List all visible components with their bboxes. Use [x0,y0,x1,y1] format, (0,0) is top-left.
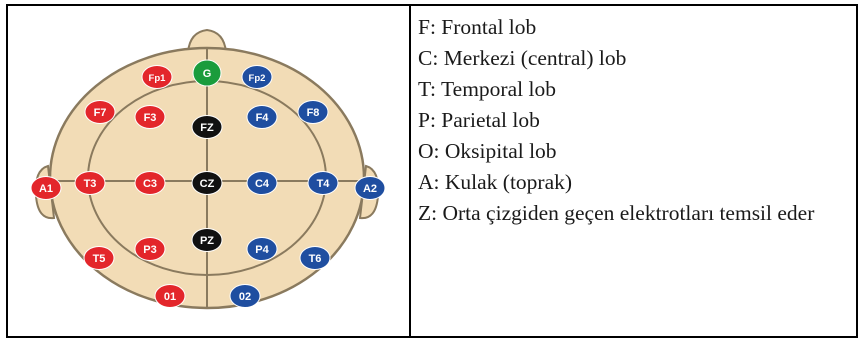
electrode-f8: F8 [298,101,328,124]
electrode-label: PZ [200,235,214,247]
electrode-label: A1 [39,183,53,195]
electrode-label: A2 [363,183,377,195]
electrode-label: FZ [200,122,214,134]
electrode-fp1: Fp1 [142,66,172,89]
electrode-label: F7 [94,107,107,119]
legend-temporal: T: Temporal lob [418,74,848,105]
legend-parietal: P: Parietal lob [418,105,848,136]
electrode-fp2: Fp2 [242,66,272,89]
electrode-f7: F7 [85,101,115,124]
electrode-label: 01 [164,291,176,303]
electrode-label: G [203,68,212,80]
electrode-cz: CZ [192,172,222,195]
electrode-label: C4 [255,178,270,190]
electrode-label: F3 [144,112,157,124]
electrode-01: 01 [155,285,185,308]
electrode-p4: P4 [247,238,277,261]
electrode-c4: C4 [247,172,277,195]
electrode-label: P4 [255,244,269,256]
electrode-t6: T6 [300,247,330,270]
electrode-a2: A2 [355,177,385,200]
electrode-t3: T3 [75,172,105,195]
electrode-label: P3 [143,244,156,256]
electrode-f4: F4 [247,106,277,129]
legend-frontal: F: Frontal lob [418,12,848,43]
electrode-label: F4 [256,112,270,124]
electrode-a1: A1 [31,177,61,200]
legend-cell: F: Frontal lob C: Merkezi (central) lob … [411,6,856,336]
electrode-label: T4 [317,178,331,190]
electrode-p3: P3 [135,238,165,261]
legend-ear: A: Kulak (toprak) [418,167,848,198]
legend-central: C: Merkezi (central) lob [418,43,848,74]
electrode-02: 02 [230,285,260,308]
legend-occipital: O: Oksipital lob [418,136,848,167]
electrode-label: C3 [143,178,157,190]
electrode-c3: C3 [135,172,165,195]
electrode-pz: PZ [192,229,222,252]
electrode-label: F8 [307,107,320,119]
electrode-label: 02 [239,291,251,303]
electrode-fz: FZ [192,116,222,139]
electrode-t5: T5 [84,247,114,270]
electrode-label: Fp2 [249,73,266,84]
legend-midline: Z: Orta çizgiden geçen elektrotları tems… [418,198,848,229]
electrode-label: T3 [84,178,97,190]
electrode-f3: F3 [135,106,165,129]
electrode-label: T5 [93,253,106,265]
electrode-label: Fp1 [149,73,167,84]
electrode-label: CZ [200,178,215,190]
electrode-t4: T4 [308,172,338,195]
electrode-label: T6 [309,253,322,265]
electrode-g: G [193,60,221,86]
